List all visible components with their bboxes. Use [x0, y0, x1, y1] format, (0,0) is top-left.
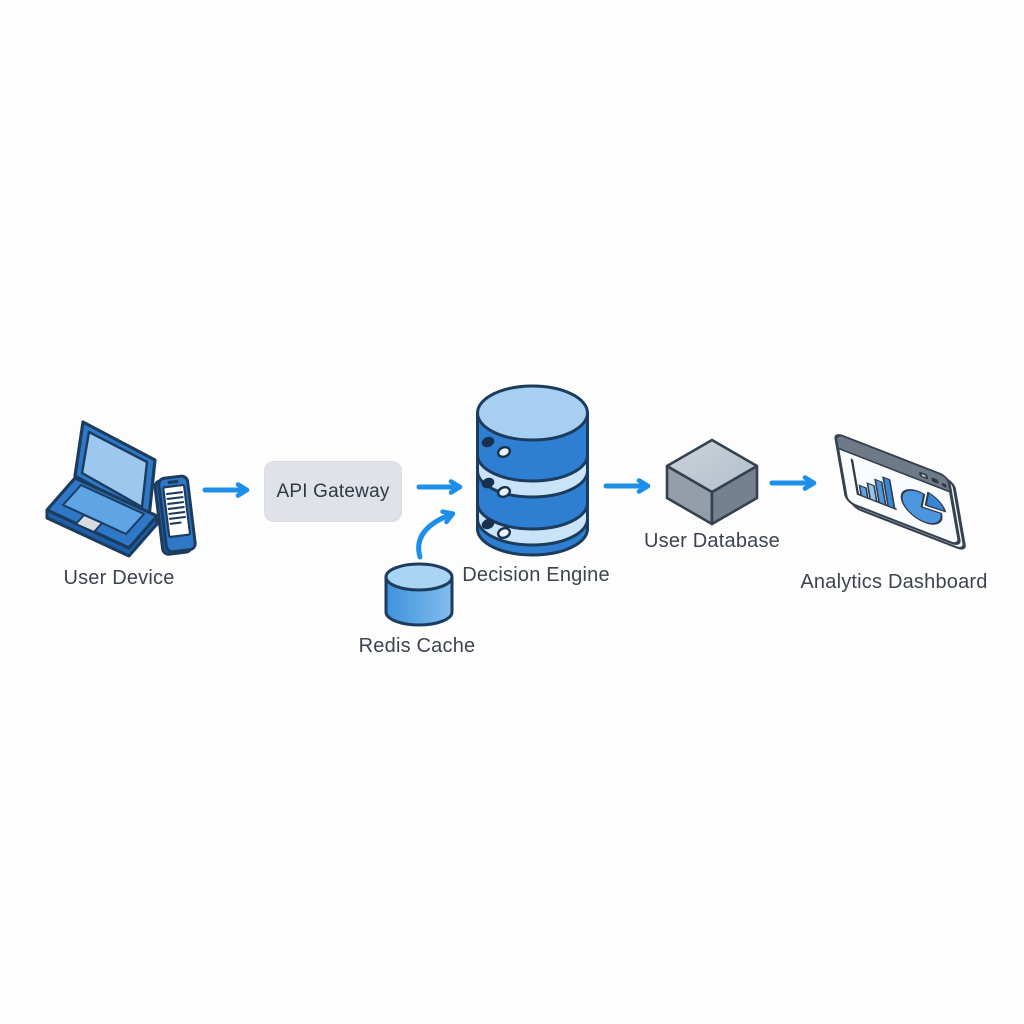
node-api-gateway: API Gateway — [264, 461, 402, 522]
database-stack-icon — [476, 384, 589, 557]
node-label-redis-cache: Redis Cache — [358, 635, 476, 657]
arrow-redis-cache-to-decision-engine — [416, 509, 456, 560]
laptop-and-phone-icon — [45, 420, 197, 558]
cube-icon — [665, 438, 759, 526]
browser-title-bar — [834, 434, 953, 494]
database-indicator-dots — [481, 436, 512, 540]
node-label-api-gateway: API Gateway — [276, 480, 390, 502]
window-buttons-icon — [919, 471, 947, 488]
pie-chart-icon — [900, 489, 947, 525]
dashboard-window-icon — [834, 434, 966, 550]
cache-cylinder-icon — [384, 562, 454, 627]
bar-chart-icon — [850, 458, 897, 510]
node-label-user-device: User Device — [63, 567, 175, 589]
node-label-decision-engine: Decision Engine — [462, 564, 610, 586]
node-label-user-database: User Database — [644, 530, 780, 552]
node-label-analytics-dashboard: Analytics Dashboard — [800, 571, 988, 593]
